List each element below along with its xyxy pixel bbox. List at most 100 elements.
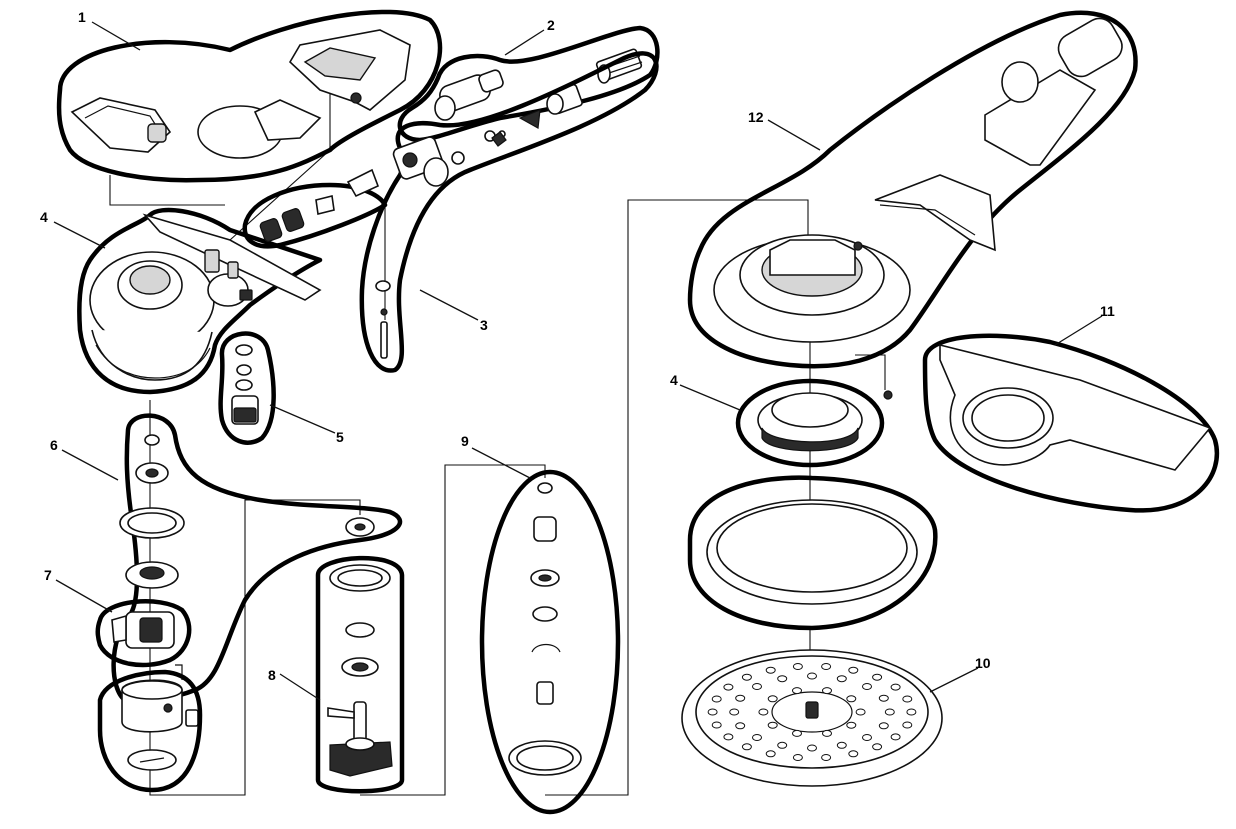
pad-hole bbox=[792, 729, 802, 737]
pad-hole bbox=[862, 683, 872, 690]
assembly-axis-lines bbox=[109, 75, 886, 796]
pad-hole bbox=[723, 683, 734, 691]
pad-hole bbox=[884, 708, 895, 716]
pad-hole bbox=[821, 754, 832, 761]
pad-hole bbox=[846, 721, 857, 729]
callout-8: 8 bbox=[268, 667, 276, 683]
callout-1: 1 bbox=[78, 9, 86, 25]
pad-hole bbox=[890, 683, 901, 691]
o-ring-5b bbox=[236, 364, 252, 376]
pad-hole bbox=[792, 663, 803, 670]
pad-hole bbox=[752, 734, 762, 741]
callout-4a: 4 bbox=[40, 209, 48, 225]
inlet-tube bbox=[478, 69, 504, 93]
group-2-outline bbox=[397, 25, 660, 143]
pad-gasket bbox=[687, 475, 938, 631]
group-6b-outline bbox=[97, 669, 203, 793]
pad-hole bbox=[765, 750, 776, 758]
housing-handle bbox=[142, 213, 322, 301]
group-4b-bearing-housing bbox=[735, 378, 885, 468]
group-3-valve-exhaust bbox=[359, 51, 659, 373]
group-7-rotor bbox=[95, 599, 192, 668]
o-ring-5c bbox=[235, 379, 253, 391]
group-12-outline bbox=[687, 10, 1138, 369]
muffler-filter-outline bbox=[242, 182, 388, 249]
pad-hole bbox=[777, 675, 788, 683]
pad-hole bbox=[792, 754, 803, 761]
bearing-9d bbox=[536, 681, 554, 705]
pad-hole bbox=[846, 695, 857, 703]
o-ring-small bbox=[375, 280, 391, 292]
spindle-shaft bbox=[353, 701, 367, 743]
cone-filter bbox=[518, 109, 541, 129]
muffler-filters bbox=[242, 168, 388, 249]
callout-11: 11 bbox=[1100, 303, 1115, 319]
pad-hole bbox=[707, 708, 718, 716]
pad-hole bbox=[735, 694, 746, 702]
group-6b-cylinder bbox=[97, 664, 203, 793]
bearing-9a bbox=[533, 516, 557, 542]
group-10-sanding-pad bbox=[681, 649, 943, 787]
callout-7: 7 bbox=[44, 567, 52, 583]
callout-4b: 4 bbox=[670, 372, 678, 388]
pad-hole bbox=[822, 687, 832, 695]
pad-hole bbox=[711, 695, 722, 703]
callout-numbers: 1 2 3 4 5 6 7 8 9 12 4 10 11 bbox=[40, 9, 1115, 683]
pad-hole bbox=[862, 734, 872, 741]
group-11-outline bbox=[922, 333, 1220, 513]
pad-hole bbox=[836, 741, 847, 749]
pad-hole bbox=[872, 673, 883, 681]
group-12-shroud-hose bbox=[687, 10, 1138, 400]
pad-hole bbox=[723, 733, 734, 741]
pad-hole bbox=[767, 695, 778, 703]
group-8-spindle bbox=[315, 555, 405, 794]
pad-hole bbox=[807, 672, 817, 680]
pad-hole bbox=[741, 743, 752, 751]
pad-hole bbox=[758, 708, 769, 716]
pad-hole bbox=[735, 722, 746, 730]
group-9-bearing-stack bbox=[479, 469, 621, 815]
callout-10: 10 bbox=[975, 655, 991, 671]
pad-hole bbox=[711, 721, 722, 729]
group-3-outline bbox=[359, 51, 659, 373]
pad-hole bbox=[902, 721, 913, 729]
group-4-housing-outline bbox=[77, 207, 323, 395]
group-9-outline bbox=[479, 469, 621, 815]
pad-hole bbox=[752, 683, 762, 690]
callout-3: 3 bbox=[480, 317, 488, 333]
leader-lines bbox=[53, 21, 1103, 701]
pad-hole bbox=[729, 708, 740, 716]
pad-hole bbox=[792, 687, 802, 695]
group-1-covers bbox=[56, 9, 443, 183]
pad-gasket-outline bbox=[687, 475, 938, 631]
hose-adapter bbox=[984, 69, 1097, 166]
group-4-housing bbox=[77, 207, 323, 395]
pad-holes bbox=[707, 663, 917, 761]
pad-hole bbox=[855, 708, 866, 716]
muffler-filter-2 bbox=[281, 208, 305, 232]
bearing-9c bbox=[532, 606, 558, 622]
valve-pin bbox=[380, 321, 388, 359]
callout-6: 6 bbox=[50, 437, 58, 453]
group-1-outline bbox=[56, 9, 443, 183]
group-11-plate bbox=[922, 333, 1220, 513]
spindle-counterweight bbox=[329, 741, 393, 777]
muffler-filter-1 bbox=[259, 218, 283, 242]
group-8-outline bbox=[315, 555, 405, 794]
group-5-outline bbox=[218, 331, 276, 445]
pad-hole bbox=[902, 695, 913, 703]
pad-hole bbox=[878, 694, 889, 702]
group-7-outline bbox=[95, 599, 192, 668]
pad-hole bbox=[777, 741, 788, 749]
pad-hole bbox=[848, 666, 859, 674]
pad-hole bbox=[822, 729, 832, 737]
callout-12: 12 bbox=[748, 109, 764, 125]
pad-hole bbox=[765, 666, 776, 674]
pad-hole bbox=[906, 708, 917, 716]
o-ring-5a bbox=[235, 344, 253, 356]
pad-hole bbox=[890, 733, 901, 741]
callout-5: 5 bbox=[336, 429, 344, 445]
group-5-valve-stem bbox=[218, 331, 276, 445]
pad-hole bbox=[848, 750, 859, 758]
